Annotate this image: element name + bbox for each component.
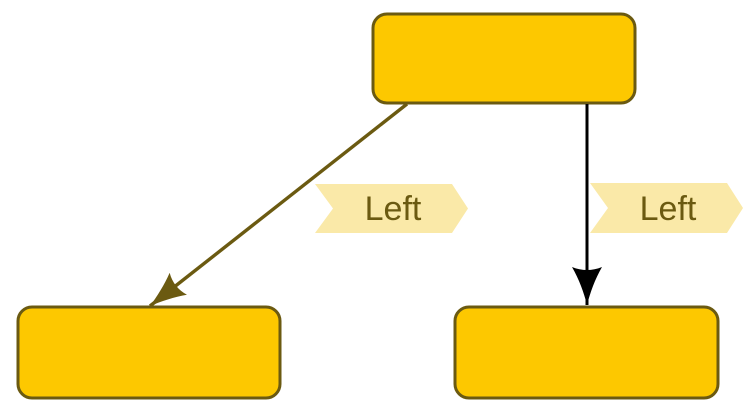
chevron-banner-icon	[590, 183, 743, 233]
node-left-child	[16, 305, 282, 400]
node-right-child	[453, 305, 720, 400]
edge-label-left-1: Left	[315, 184, 468, 233]
node-root	[371, 12, 637, 105]
chevron-banner-icon	[315, 184, 468, 233]
edge-root-to-left-child	[148, 102, 409, 308]
edge-label-text: Left	[640, 190, 697, 228]
edge-label-left-2: Left	[590, 183, 743, 233]
edge-label-text: Left	[365, 190, 422, 228]
